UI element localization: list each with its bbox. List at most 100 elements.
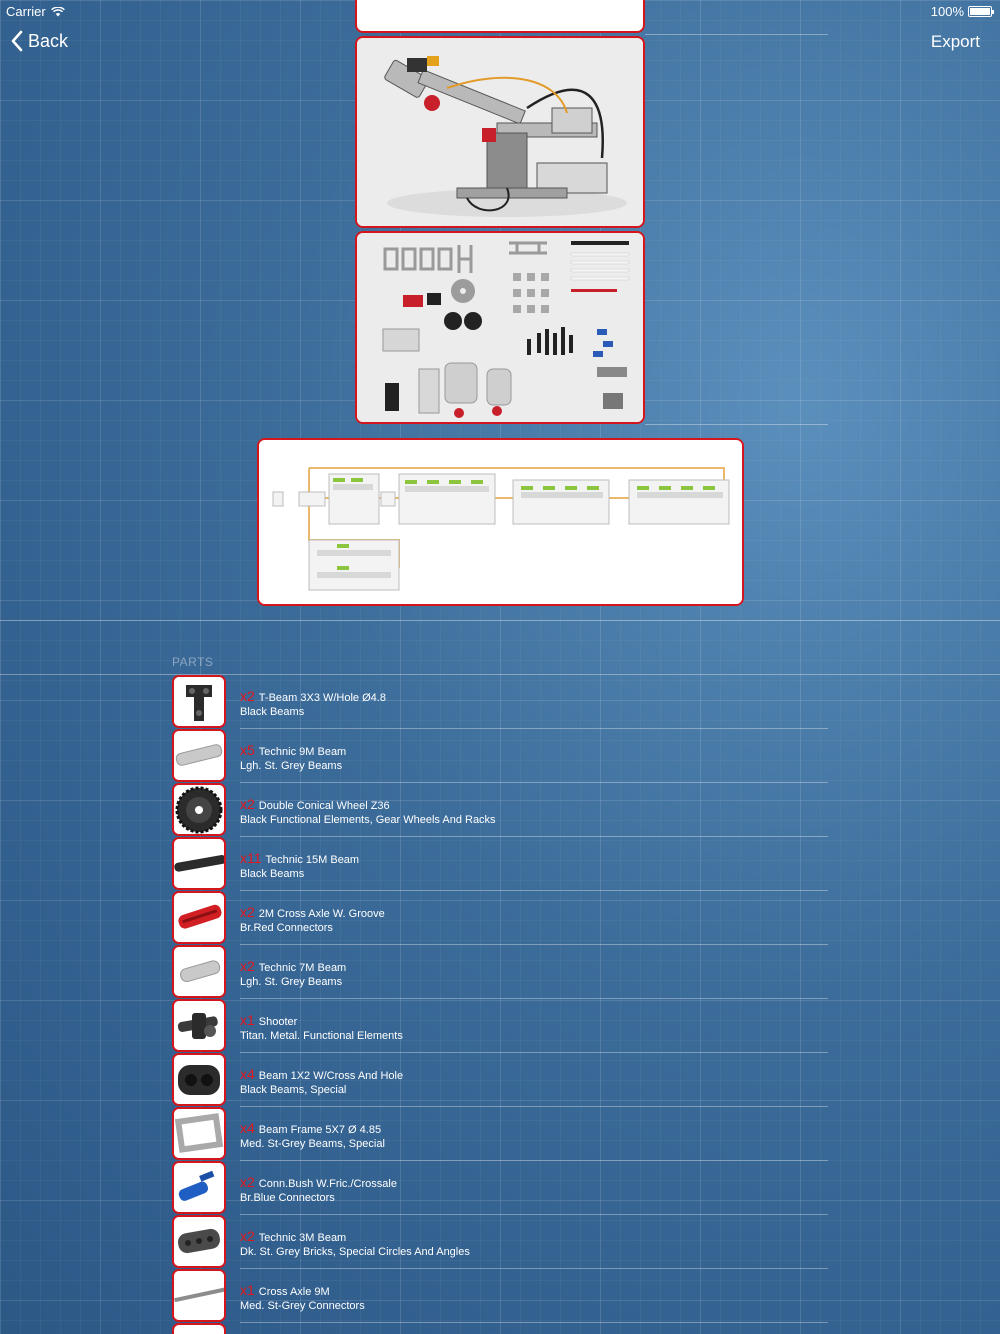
part-category: Med. St-Grey Beams, Special xyxy=(240,1138,385,1150)
part-quantity: x2 xyxy=(240,796,255,812)
row-separator xyxy=(240,890,828,891)
part-name: Technic 3M Beam xyxy=(258,1232,347,1244)
part-thumbnail xyxy=(172,1053,226,1106)
part-thumbnail xyxy=(172,999,226,1052)
row-separator xyxy=(240,1160,828,1161)
part-quantity: x11 xyxy=(240,850,262,866)
back-label: Back xyxy=(28,30,69,51)
part-thumbnail xyxy=(172,1161,226,1214)
row-separator xyxy=(240,782,828,783)
row-separator xyxy=(240,998,828,999)
part-row[interactable] xyxy=(0,1323,1000,1334)
part-thumbnail xyxy=(172,1269,226,1322)
row-separator xyxy=(240,1106,828,1107)
part-name: Beam Frame 5X7 Ø 4.85 xyxy=(258,1124,382,1136)
part-name: Beam 1X2 W/Cross And Hole xyxy=(258,1070,404,1082)
row-separator xyxy=(240,1322,828,1323)
black-beam-icon xyxy=(174,839,224,888)
parts-photo-card[interactable] xyxy=(355,231,645,424)
part-name: Technic 7M Beam xyxy=(258,962,347,974)
carrier-indicator: Carrier xyxy=(6,4,65,19)
step-photo-card-top[interactable] xyxy=(355,0,645,33)
grey-beam-icon xyxy=(174,731,224,780)
part-quantity: x4 xyxy=(240,1066,255,1082)
carrier-label: Carrier xyxy=(6,4,46,19)
part-quantity: x2 xyxy=(240,688,255,704)
part-category: Black Functional Elements, Gear Wheels A… xyxy=(240,814,496,826)
battery-indicator: 100% xyxy=(930,4,994,19)
row-separator xyxy=(240,836,828,837)
part-name: Double Conical Wheel Z36 xyxy=(258,800,390,812)
part-category: Titan. Metal. Functional Elements xyxy=(240,1030,403,1042)
part-category: Med. St-Grey Connectors xyxy=(240,1300,365,1312)
part-thumbnail xyxy=(172,891,226,944)
part-category: Dk. St. Grey Bricks, Special Circles And… xyxy=(240,1246,470,1258)
row-separator xyxy=(240,1052,828,1053)
part-thumbnail xyxy=(172,1215,226,1268)
model-photo-card[interactable] xyxy=(355,36,645,228)
part-name: 2M Cross Axle W. Groove xyxy=(258,908,385,920)
wifi-icon xyxy=(50,6,65,16)
chevron-left-icon xyxy=(11,30,23,52)
shooter-icon xyxy=(174,1001,224,1050)
part-thumbnail xyxy=(172,1107,226,1160)
part-name: Technic 9M Beam xyxy=(258,746,347,758)
part-category: Black Beams xyxy=(240,868,305,880)
part-quantity: x4 xyxy=(240,1120,255,1136)
row-separator xyxy=(240,1268,828,1269)
part-category: Black Beams, Special xyxy=(240,1084,347,1096)
export-button[interactable]: Export xyxy=(930,32,980,51)
parts-section-title: PARTS xyxy=(172,655,214,669)
part-quantity: x2 xyxy=(240,1228,255,1244)
t-beam-icon xyxy=(174,677,224,726)
back-button[interactable]: Back xyxy=(10,30,68,52)
program-diagram-image xyxy=(259,440,742,604)
grey-beam-icon xyxy=(174,947,224,996)
separator xyxy=(645,34,828,35)
part-quantity: x2 xyxy=(240,958,255,974)
blue-bush-icon xyxy=(174,1163,224,1212)
part-quantity: x5 xyxy=(240,742,255,758)
robot-model-image xyxy=(357,38,643,226)
row-separator xyxy=(240,944,828,945)
beam-frame-icon xyxy=(174,1109,224,1158)
battery-percent: 100% xyxy=(930,4,964,19)
part-category: Br.Blue Connectors xyxy=(240,1192,335,1204)
part-category: Br.Red Connectors xyxy=(240,922,333,934)
part-thumbnail xyxy=(172,729,226,782)
part-thumbnail xyxy=(172,1323,226,1334)
part-category: Lgh. St. Grey Beams xyxy=(240,976,343,988)
beam-1x2-icon xyxy=(174,1055,224,1104)
part-thumbnail xyxy=(172,783,226,836)
dark-beam-icon xyxy=(174,1217,224,1266)
part-name: Technic 15M Beam xyxy=(265,854,360,866)
parts-layout-image xyxy=(357,233,643,422)
parts-section-header: PARTS xyxy=(0,620,1000,675)
red-axle-icon xyxy=(174,893,224,942)
part-quantity: x2 xyxy=(240,904,255,920)
part-quantity: x2 xyxy=(240,1174,255,1190)
row-separator xyxy=(240,728,828,729)
part-name: Cross Axle 9M xyxy=(258,1286,330,1298)
part-name: Shooter xyxy=(258,1016,298,1028)
part-name: Conn.Bush W.Fric./Crossale xyxy=(258,1178,397,1190)
part-category: Black Beams xyxy=(240,706,305,718)
separator xyxy=(645,424,828,425)
part-category: Lgh. St. Grey Beams xyxy=(240,760,343,772)
cross-axle-icon xyxy=(174,1271,224,1320)
part-thumbnail xyxy=(172,837,226,890)
program-screenshot-card[interactable] xyxy=(257,438,744,606)
battery-icon xyxy=(968,6,994,17)
